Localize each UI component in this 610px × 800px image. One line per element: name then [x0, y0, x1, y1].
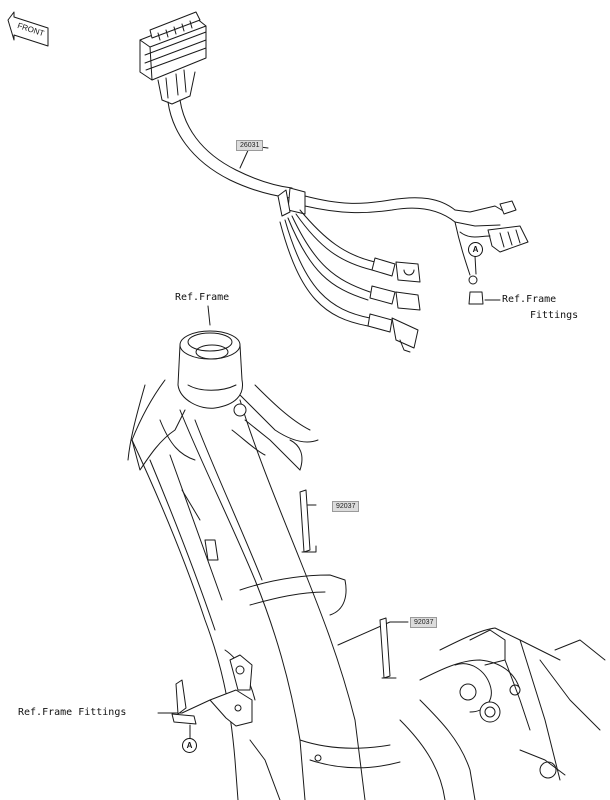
- band-92037-upper: [299, 489, 317, 553]
- wire-harness: [167, 99, 529, 353]
- ref-frame-fittings-label-line2: Fittings: [530, 310, 579, 321]
- frame: [127, 330, 606, 800]
- callout-a-upper: A: [468, 242, 483, 257]
- part-tag-92037-lower: 92037: [410, 617, 438, 628]
- main-connector: [139, 11, 207, 105]
- ref-frame-label: Ref.Frame: [175, 292, 230, 303]
- part-tag-26031: 26031: [236, 140, 264, 151]
- part-tag-92037-upper: 92037: [332, 501, 360, 512]
- callout-a-lower: A: [182, 738, 197, 753]
- ref-frame-fittings-label-line1: Ref.Frame: [502, 294, 557, 305]
- front-arrow-icon: FRONT: [7, 11, 49, 47]
- band-92037-lower: [379, 617, 397, 679]
- ref-frame-fittings-lower-label: Ref.Frame Fittings: [18, 707, 127, 718]
